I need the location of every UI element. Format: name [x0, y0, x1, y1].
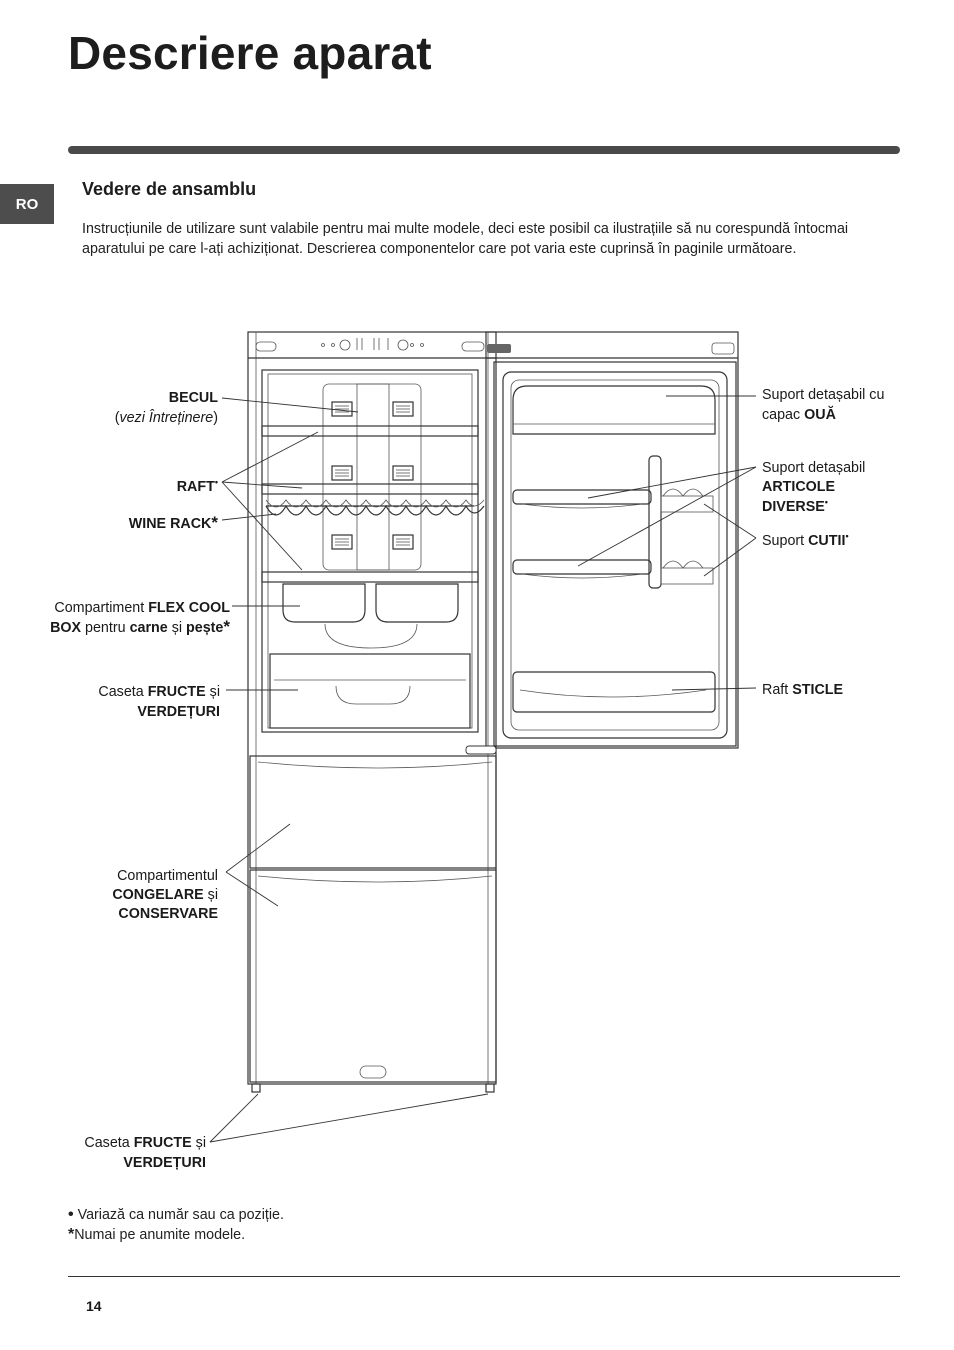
label-articole-line1: Suport detașabil — [762, 460, 865, 476]
label-congelare-line1: Compartimentul — [117, 868, 218, 884]
label-sticle: Raft STICLE — [762, 682, 843, 698]
freezer-drawers — [250, 756, 496, 1082]
fridge-illustration — [248, 332, 738, 1092]
footnote-models: *Numai pe anumite modele. — [68, 1225, 284, 1245]
label-congelare-line3: CONSERVARE — [118, 906, 218, 922]
label-raft: RAFT• — [177, 477, 218, 495]
page-number: 14 — [86, 1298, 102, 1314]
label-flex-line2: BOX pentru carne și pește* — [50, 617, 230, 636]
label-articole-line3: DIVERSE• — [762, 497, 828, 515]
label-caseta-line2: VERDEȚURI — [137, 704, 220, 720]
label-caseta2-line2: VERDEȚURI — [123, 1155, 206, 1171]
label-caseta2-line1: Caseta FRUCTE și — [84, 1135, 206, 1151]
label-wine-rack: WINE RACK* — [129, 513, 219, 532]
fridge-door — [466, 332, 738, 754]
label-becul: BECUL — [169, 390, 219, 406]
label-becul-note: (vezi Întreținere) — [115, 409, 218, 426]
flex-cool-box — [283, 584, 458, 648]
label-cutii: Suport CUTII• — [762, 531, 849, 549]
label-congelare-line2: CONGELARE și — [112, 887, 218, 903]
wine-rack — [266, 500, 484, 515]
label-flex-line1: Compartiment FLEX COOL — [54, 600, 230, 616]
label-oua-line2: capac OUĂ — [762, 406, 836, 423]
control-panel — [256, 338, 511, 353]
label-caseta-line1: Caseta FRUCTE și — [98, 684, 220, 700]
crisper-drawer — [270, 654, 470, 728]
footer-divider — [68, 1276, 900, 1277]
label-articole-line2: ARTICOLE — [762, 479, 835, 495]
light-vents — [332, 402, 413, 549]
label-oua-line1: Suport detașabil cu — [762, 387, 884, 403]
footnote-varies: • Variază ca număr sau ca poziție. — [68, 1205, 284, 1225]
footnotes: • Variază ca număr sau ca poziție. *Numa… — [68, 1205, 284, 1245]
